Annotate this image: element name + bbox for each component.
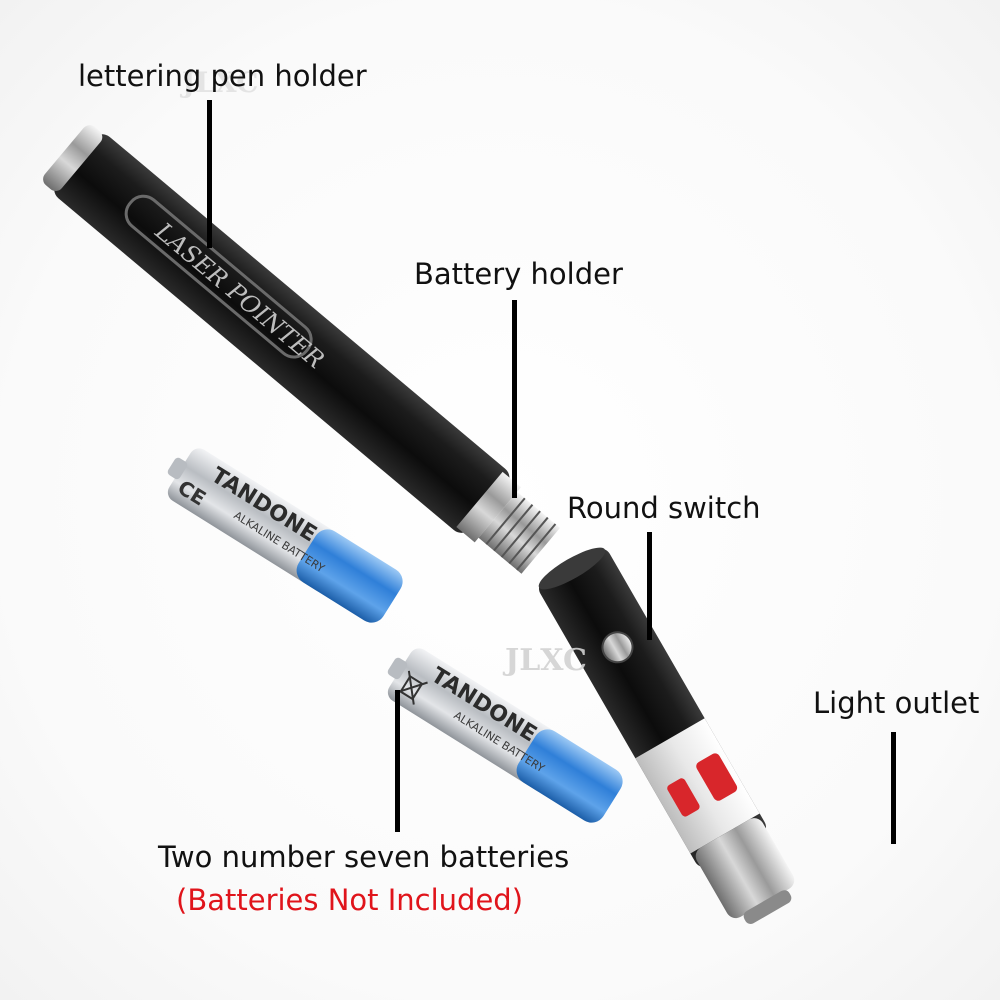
label-lettering-pen-holder: lettering pen holder [78, 59, 367, 93]
laser-warning-sticker [696, 753, 738, 801]
leader-battery-holder [512, 300, 517, 498]
label-batteries-not-included: (Batteries Not Included) [176, 883, 524, 917]
label-light-outlet: Light outlet [813, 686, 980, 720]
leader-batteries [395, 690, 400, 832]
leader-light-outlet [891, 732, 896, 844]
label-battery-holder: Battery holder [414, 257, 623, 291]
label-round-switch: Round switch [567, 491, 761, 525]
leader-round-switch [647, 532, 652, 640]
battery-two: TANDONE ALKALINE BATTERY [387, 648, 623, 823]
pen-lower-body [538, 547, 795, 924]
crossed-bin-icon [394, 670, 428, 705]
round-switch-button [601, 631, 634, 664]
label-batteries: Two number seven batteries [158, 840, 570, 874]
battery-holder-thread [478, 491, 561, 574]
watermark-center: JLXC [502, 643, 587, 678]
battery-one: TANDONE ALKALINE BATTERY CE [167, 448, 403, 623]
leader-lettering-pen-holder [207, 100, 212, 248]
watermark-top: JLXC [179, 66, 258, 99]
